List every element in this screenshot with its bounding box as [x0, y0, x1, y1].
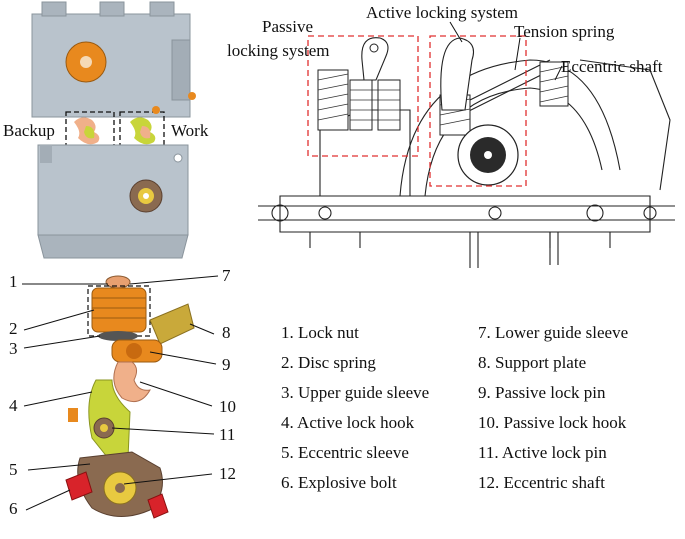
label-work: Work	[171, 121, 209, 140]
callout-3: 3	[9, 339, 18, 358]
explosive-bolt-right	[147, 493, 169, 519]
legend-item-6: 6. Explosive bolt	[281, 473, 397, 492]
left-hatch-block	[317, 69, 349, 131]
passive-hook-hole	[369, 43, 379, 53]
callout-12: 12	[219, 464, 236, 483]
base-stud	[469, 232, 479, 268]
leader-7	[129, 275, 219, 285]
legend-item-12: 12. Eccentric shaft	[478, 473, 605, 492]
leader-3	[23, 335, 101, 349]
eccentric-shaft-center	[484, 151, 492, 159]
passive-lock-hook	[113, 361, 151, 403]
drawing-base	[279, 195, 651, 233]
base-bolt-5	[643, 206, 657, 220]
upper-housing-tab-1	[41, 1, 67, 17]
legend-item-9: 9. Passive lock pin	[478, 383, 606, 402]
component-rendering	[22, 275, 219, 519]
leader-2	[23, 309, 95, 331]
support-plate	[149, 303, 195, 345]
leader-eccentric-shaft	[554, 65, 563, 81]
leader-12	[123, 473, 213, 485]
explosive-bolt	[65, 471, 93, 501]
base-bolt-1	[271, 204, 289, 222]
leader-10	[139, 381, 213, 407]
label-active-locking-system: Active locking system	[366, 3, 519, 22]
spring-stack-right	[377, 79, 401, 131]
callout-2: 2	[9, 319, 18, 338]
lower-housing	[37, 144, 189, 236]
legend-item-3: 3. Upper guide sleeve	[281, 383, 430, 402]
base-bolt-2	[318, 206, 332, 220]
callout-9: 9	[222, 355, 231, 374]
leader-6	[25, 489, 71, 511]
legend-item-4: 4. Active lock hook	[281, 413, 415, 432]
callout-5: 5	[9, 460, 18, 479]
lower-disk-center	[143, 193, 149, 199]
eccentric-block-hatch	[539, 65, 569, 103]
lower-housing-notch	[40, 145, 52, 163]
callout-6: 6	[9, 499, 18, 518]
callout-10: 10	[219, 397, 236, 416]
legend-item-11: 11. Active lock pin	[478, 443, 607, 462]
drawing-base-rails	[258, 205, 675, 221]
active-lock-pin-core	[100, 424, 108, 432]
backup-hook-inner	[84, 126, 95, 139]
passive-hook-outline	[361, 37, 389, 81]
orange-tab	[68, 408, 78, 422]
callout-7: 7	[222, 266, 231, 285]
active-system-box	[429, 35, 527, 187]
drawing-base-legs	[309, 232, 611, 248]
upper-housing-side	[171, 39, 191, 101]
right-bracket	[579, 59, 671, 191]
lock-nut	[105, 275, 131, 289]
leader-11	[111, 427, 215, 435]
spring-stack-left	[349, 79, 373, 131]
upper-housing-tab-3	[149, 1, 175, 17]
legend-item-1: 1. Lock nut	[281, 323, 359, 342]
label-passive-locking-line1: Passive	[262, 17, 313, 36]
lower-housing-hole	[173, 153, 183, 163]
callout-11: 11	[219, 425, 236, 444]
legend-item-5: 5. Eccentric sleeve	[281, 443, 409, 462]
leader-9	[149, 351, 217, 365]
label-tension-spring: Tension spring	[514, 22, 615, 41]
base-bolt-4	[586, 204, 604, 222]
leader-5	[27, 463, 91, 471]
label-backup: Backup	[3, 121, 55, 140]
work-hook-inner	[140, 126, 151, 139]
upper-housing-tab-2	[99, 1, 125, 17]
arc-body	[399, 59, 621, 197]
legend-item-2: 2. Disc spring	[281, 353, 376, 372]
leader-active-locking	[449, 21, 463, 43]
engineering-drawing	[258, 21, 675, 268]
disc-spring	[91, 287, 147, 333]
callout-4: 4	[9, 396, 18, 415]
upper-disk-hub	[80, 56, 92, 68]
label-eccentric-shaft: Eccentric shaft	[561, 57, 663, 76]
lower-housing-foot	[37, 234, 189, 259]
label-passive-locking-line2: locking system	[227, 41, 330, 60]
upper-guide-sleeve	[98, 331, 138, 341]
legend-item-7: 7. Lower guide sleeve	[478, 323, 629, 342]
upper-housing	[31, 13, 191, 118]
leader-4	[23, 391, 93, 407]
callout-8: 8	[222, 323, 231, 342]
mid-dot	[152, 106, 160, 114]
eccentric-shaft-3d-core	[115, 483, 125, 493]
legend-item-8: 8. Support plate	[478, 353, 587, 372]
legend-item-10: 10. Passive lock hook	[478, 413, 627, 432]
backup-zone-box	[65, 111, 115, 151]
arc-body-inner	[424, 87, 603, 197]
leader-tension-spring	[514, 37, 521, 71]
base-bolt-3	[488, 206, 502, 220]
passive-lock-pin-end	[126, 343, 142, 359]
base-stud-2	[549, 232, 559, 265]
upper-dot	[188, 92, 196, 100]
callout-1: 1	[9, 272, 18, 291]
passive-system-box	[307, 35, 419, 157]
leader-8	[189, 323, 215, 335]
housing-rendering	[31, 1, 196, 259]
